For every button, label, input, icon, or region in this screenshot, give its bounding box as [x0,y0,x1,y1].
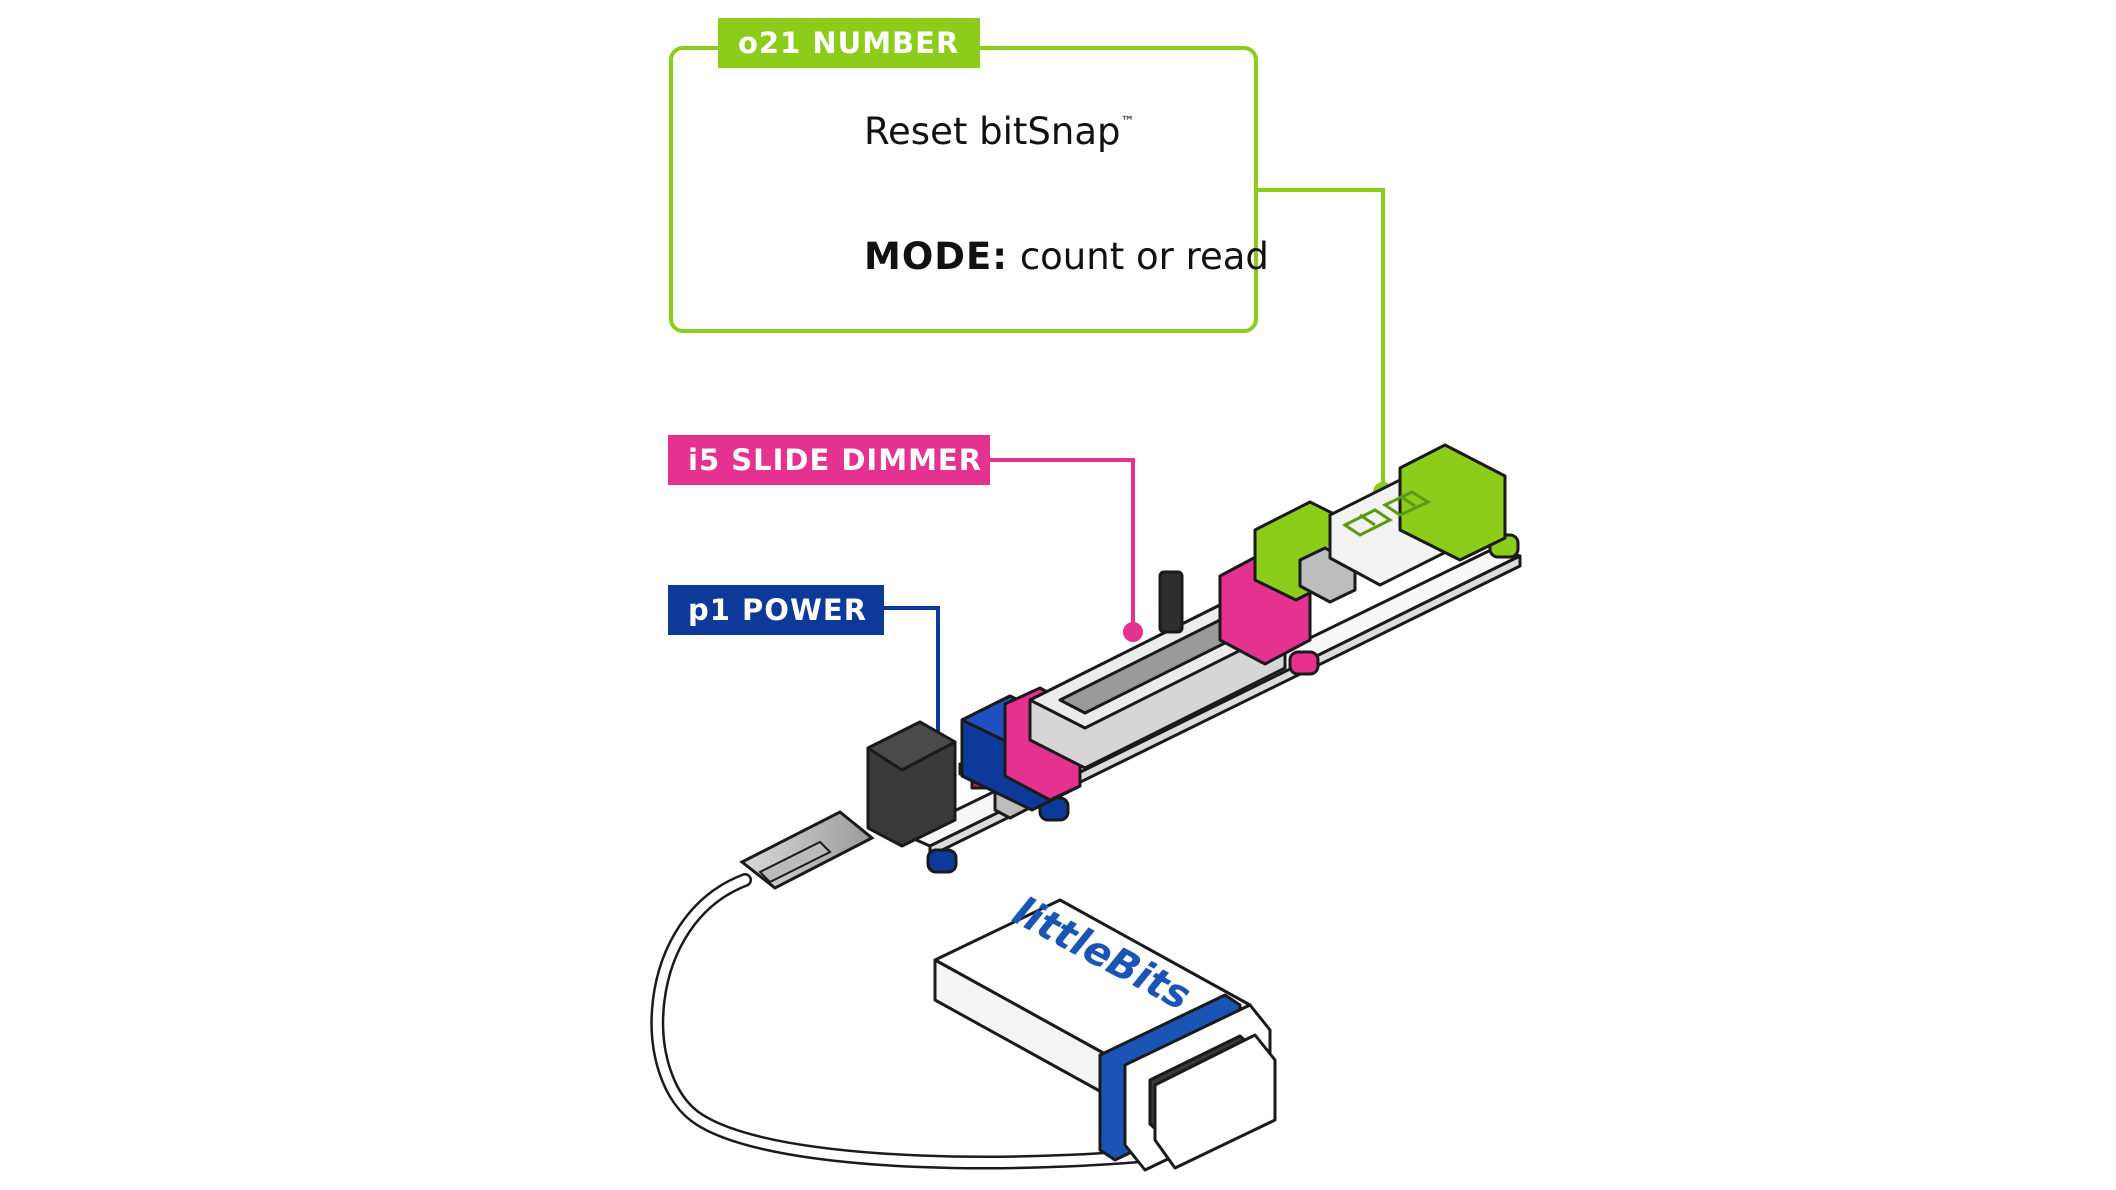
reset-bitsnap-text: Reset bitSnap™ [864,110,1135,153]
mode-value: count or read [1020,235,1269,278]
trademark-mark: ™ [1121,114,1135,130]
number-module-callout [669,46,1258,333]
power-module-label: p1 POWER [668,585,884,635]
dimmer-module-label: i5 SLIDE DIMMER [668,435,990,485]
number-module-label: o21 NUMBER [718,18,980,68]
power-leader-line [884,608,938,740]
mode-text: MODE: count or read [864,235,1269,278]
number-leader-line [1258,190,1383,490]
dimmer-foot [1290,652,1318,674]
power-foot [928,850,956,872]
dimmer-leader-dot [1125,624,1141,640]
dimmer-knob [1160,572,1182,632]
reset-bitsnap-label: Reset bitSnap [864,110,1121,153]
circuit-board [868,445,1520,872]
dimmer-leader-line [990,460,1133,630]
mode-label: MODE: [864,235,1008,278]
